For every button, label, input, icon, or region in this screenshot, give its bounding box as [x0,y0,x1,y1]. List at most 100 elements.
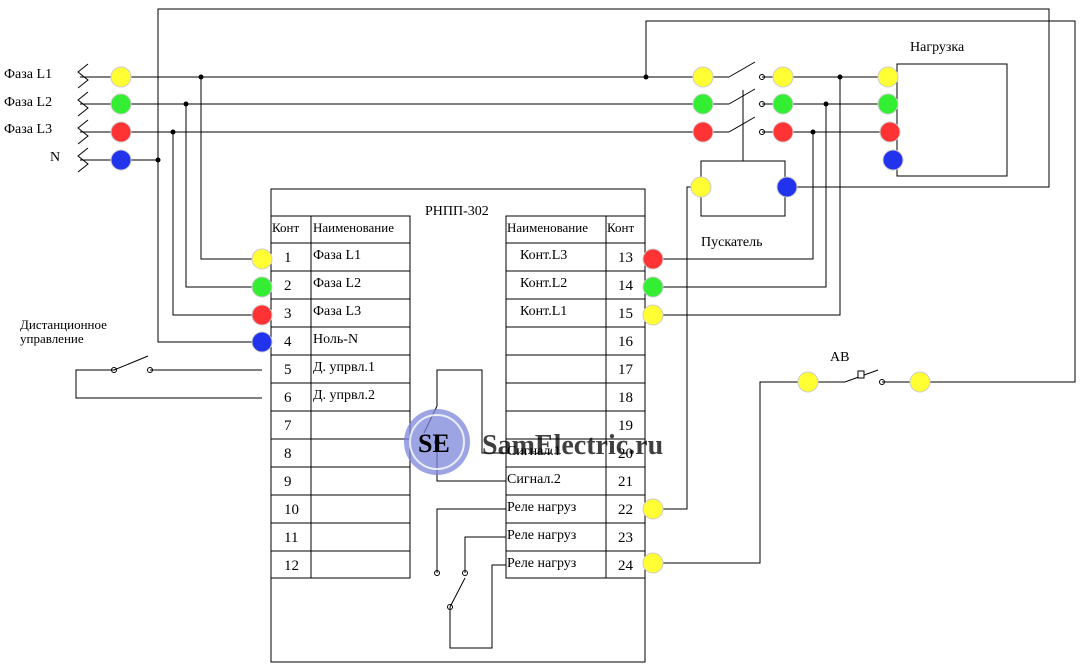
left-row-name: Д. упрвл.1 [313,360,375,375]
contact-l3-blade [728,116,756,133]
wire-to-t4 [157,160,262,343]
right-row-name: Сигнал.2 [507,472,561,487]
blue-terminal-dot [251,331,273,353]
left-header-name: Наименование [313,220,394,235]
breaker-label: АВ [830,350,849,365]
green-terminal-dot [772,93,794,115]
right-row-number: 19 [618,418,633,434]
yellow-terminal-dot [642,552,664,574]
yellow-terminal-dot [692,66,714,88]
right-row-name: Реле нагруз [507,528,577,543]
internal-load-contact-a [436,508,506,573]
input-label-l3: Фаза L3 [4,122,52,137]
right-row-name: Реле нагруз [507,500,577,515]
yellow-terminal-dot [642,498,664,520]
red-terminal-dot [879,121,901,143]
input-label-l1: Фаза L1 [4,67,52,82]
green-terminal-dot [692,93,714,115]
internal-load-pin-a [434,570,440,576]
contact-l2-pin [759,101,765,107]
right-row-number: 22 [618,502,633,518]
left-row-number: 5 [284,362,292,378]
right-table [505,215,646,579]
green-terminal-dot [251,276,273,298]
input-label-l2: Фаза L2 [4,95,52,110]
junction-dot [198,74,204,80]
wires [75,8,1076,564]
left-row-name: Фаза L1 [313,248,361,263]
left-row-number: 9 [284,474,292,490]
contact-l1-pin [759,74,765,80]
right-row-number: 24 [618,558,634,574]
internal-load-pin-b [462,570,468,576]
right-row-number: 17 [618,362,634,378]
zigzag-l1 [77,63,89,89]
wire-to-t1 [200,77,262,260]
junction-dot [643,74,649,80]
left-table [270,215,411,579]
contactor: Пускатель [700,61,786,250]
junction-dot [810,129,816,135]
red-terminal-dot [110,121,132,143]
yellow-terminal-dot [110,66,132,88]
wire-ab-t24 [653,381,808,564]
right-row-number: 13 [618,250,633,266]
right-row-name: Конт.L1 [520,304,567,319]
left-row-number: 8 [284,446,292,462]
remote-switch-blade [113,355,149,371]
left-row-number: 4 [284,334,292,350]
junctions [155,74,843,163]
load-box [896,63,1008,177]
wire-n-top [157,8,1050,188]
left-row-lines [271,242,410,552]
left-row-number: 3 [284,306,292,322]
junction-dot [837,74,843,80]
watermark-logo-ring [409,414,465,470]
green-terminal-dot [877,93,899,115]
blue-terminal-dot [776,176,798,198]
yellow-terminal-dot [877,66,899,88]
internal-load-contact-b [464,536,506,573]
starter-label: Пускатель [701,235,762,250]
breaker-pin [879,379,885,385]
right-row-name: Сигнал.1 [507,444,561,459]
junction-dot [823,101,829,107]
wire-remote-6 [75,369,262,399]
input-label-n: N [50,150,60,165]
remote-label-line2: управление [20,331,84,346]
left-header-contact: Конт [272,220,299,235]
wire-l1-loop [645,20,1076,383]
watermark: SE SamElectric.ru [404,409,663,475]
left-row-number: 7 [284,418,292,434]
remote-switch-pin-b [147,367,153,373]
right-row-name: Конт.L3 [520,248,567,263]
watermark-logo-circle [404,409,470,475]
red-terminal-dot [251,304,273,326]
wire-to-t2 [185,104,262,288]
yellow-terminal-dot [797,371,819,393]
color-dots [110,66,931,574]
relay-title: РНПП-302 [425,204,489,219]
wire-t14 [653,104,827,288]
left-row-name: Фаза L2 [313,276,361,291]
contact-l2-blade [728,88,756,105]
right-row-number: 21 [618,474,633,490]
right-row-number: 23 [618,530,633,546]
yellow-terminal-dot [909,371,931,393]
left-row-number: 12 [284,558,299,574]
watermark-text: SamElectric.ru [482,430,663,461]
right-row-name: Реле нагруз [507,556,577,571]
yellow-terminal-dot [251,248,273,270]
breaker-latch [857,370,865,379]
junction-dot [155,157,161,163]
blue-terminal-dot [882,149,904,171]
internal-load-pin-c [447,604,453,610]
contact-l1-blade [728,61,756,78]
yellow-terminal-dot [690,176,712,198]
right-row-number: 20 [618,446,633,462]
wire-t13 [653,132,814,260]
